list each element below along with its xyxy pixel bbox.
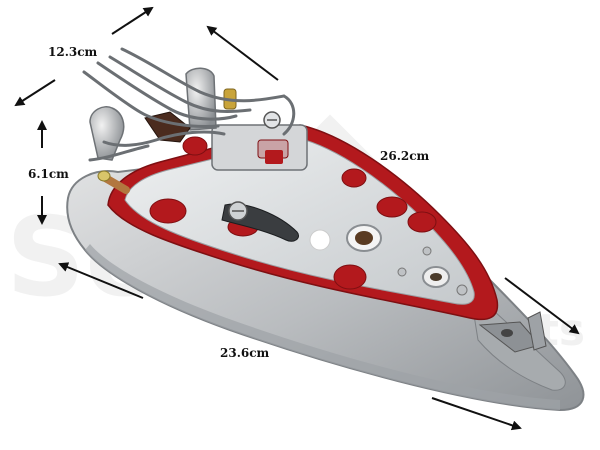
arrow-diagonal-bottom — [504, 277, 580, 335]
small-bolt — [456, 284, 468, 296]
tip-bracket-hole — [501, 329, 513, 337]
thermostat-contact-red — [265, 150, 283, 164]
thermostat-assembly — [211, 88, 308, 171]
rivet — [376, 196, 408, 218]
rivet — [149, 198, 187, 224]
arrow-diagonal-top — [206, 25, 279, 81]
rivet — [182, 136, 208, 156]
white-dot — [309, 229, 331, 251]
dimension-arrows — [14, 6, 580, 431]
arrow-width-right — [111, 6, 154, 35]
wire — [88, 144, 150, 162]
wire — [120, 47, 296, 136]
wire-contacts — [82, 47, 296, 162]
tip-bracket — [478, 311, 547, 353]
terminal-post-left — [89, 106, 125, 161]
rivet — [333, 264, 367, 290]
plate-holes — [309, 224, 468, 296]
arrow-base-right — [431, 397, 522, 431]
rivet — [341, 168, 367, 188]
dimension-label-height: 6.1cm — [28, 167, 69, 181]
steam-hole-inner — [355, 231, 373, 245]
dimension-label-base: 23.6cm — [220, 346, 270, 360]
tip-bracket-arm — [527, 311, 547, 351]
arrow-width-left — [14, 79, 56, 107]
wire — [108, 55, 252, 113]
arrow-base-left — [58, 262, 144, 299]
wire — [96, 61, 238, 121]
small-bolt — [422, 246, 432, 256]
wire — [82, 70, 220, 128]
rivet — [407, 211, 437, 233]
small-bolt — [397, 267, 407, 277]
screw-hole-inner — [430, 273, 442, 281]
dimension-label-diagonal: 26.2cm — [380, 149, 430, 163]
dimension-label-width: 12.3cm — [48, 45, 98, 59]
heating-plate — [124, 137, 475, 305]
terminal-post-right — [185, 67, 217, 131]
brass-fitting — [97, 170, 111, 182]
wire — [102, 130, 226, 147]
